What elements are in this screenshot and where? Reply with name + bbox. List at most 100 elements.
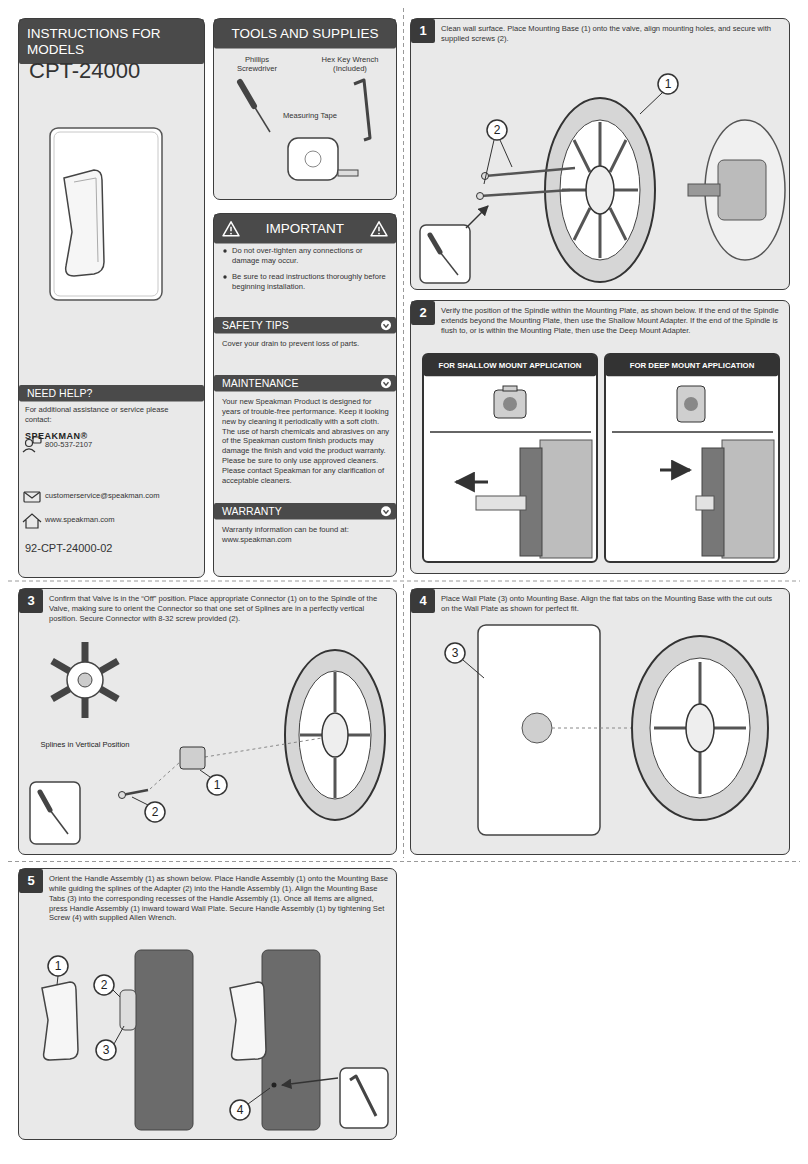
step3-illustration	[52, 661, 69, 671]
step1-illustration	[440, 252, 458, 275]
step3-illustration	[150, 762, 180, 789]
expand-icon	[381, 320, 391, 330]
step3-illustration	[132, 797, 148, 805]
step1-illustration	[640, 93, 662, 114]
expand-icon	[384, 324, 389, 327]
tool-name: Measuring Tape	[280, 111, 340, 120]
bullet-note: Be sure to read instructions thoroughly …	[232, 272, 390, 292]
step3-illustration	[30, 782, 80, 844]
callout-number: 2	[494, 124, 501, 136]
callout-number: 1	[55, 960, 62, 972]
web-address: www.speakman.com	[45, 515, 195, 525]
header-bar	[411, 589, 435, 613]
step3-illustration	[50, 810, 68, 834]
bullet-dot	[223, 275, 226, 278]
warning-triangle	[223, 222, 239, 236]
warning-triangle	[230, 227, 232, 232]
step4-illustration	[522, 713, 552, 743]
important-panel: SAFETY TIPSCover your drain to prevent l…	[213, 213, 397, 577]
header-bars	[19, 19, 778, 893]
step5-illustration	[94, 975, 114, 995]
step4-illustration	[463, 660, 484, 678]
step-text: Place Wall Plate (3) onto Mounting Base.…	[441, 594, 781, 614]
tool-drawings	[254, 106, 270, 132]
header-bar	[19, 589, 43, 613]
header-bar	[214, 214, 396, 244]
section-heading: NEED HELP?	[19, 385, 204, 402]
step2-illustration	[612, 431, 773, 433]
step-text: Orient the Handle Assembly (1) as shown …	[49, 874, 389, 923]
email-address: customerservice@speakman.com	[45, 491, 195, 501]
step3-illustration	[52, 689, 69, 699]
step3-illustration	[300, 734, 322, 737]
header-bar	[424, 355, 596, 376]
step4-illustration	[478, 625, 600, 835]
step2-illustration	[677, 386, 705, 422]
section-heading: SAFETY TIPS	[214, 317, 396, 334]
phone-number: 800-537-2107	[45, 440, 195, 450]
step3-illustration	[200, 770, 210, 777]
contact-icons	[24, 492, 40, 498]
contact-icons	[23, 449, 35, 452]
step5-illustration	[48, 956, 68, 976]
step5-illustration	[340, 1068, 388, 1128]
step2-illustration	[503, 386, 517, 391]
step2-illustration	[476, 496, 526, 510]
mount-option-box: FOR SHALLOW MOUNT APPLICATION	[422, 353, 598, 563]
tool-drawings	[305, 151, 321, 167]
section-heading: MAINTENANCE	[214, 375, 396, 392]
step1-illustration	[574, 140, 590, 172]
step4-illustration	[632, 636, 768, 820]
bullet-dot	[223, 249, 226, 252]
step5-illustration	[135, 950, 193, 1130]
product-illustration	[50, 128, 162, 300]
header-bar	[214, 19, 396, 49]
step-panel: 1Clean wall surface. Place Mounting Base…	[410, 18, 790, 290]
step3-illustration	[119, 792, 126, 799]
step-panel: 5Orient the Handle Assembly (1) as shown…	[18, 868, 397, 1140]
warning-triangle	[230, 233, 232, 235]
step3-illustration	[285, 650, 385, 820]
product-illustration	[74, 178, 98, 262]
callout-number: 1	[214, 779, 221, 791]
safety-section: SAFETY TIPSCover your drain to prevent l…	[214, 317, 396, 369]
step4-illustration	[445, 643, 465, 663]
callout-number: 3	[103, 1044, 110, 1056]
tool-drawings	[354, 80, 370, 140]
step2-illustration	[430, 386, 774, 558]
step1-illustration	[466, 206, 488, 228]
tool-name: Phillips Screwdriver	[224, 55, 290, 74]
header-bar	[214, 317, 396, 334]
step5-illustration	[114, 1026, 124, 1044]
panel-fill	[410, 300, 790, 574]
dashed-separators	[8, 581, 800, 582]
tool-drawings	[338, 170, 358, 176]
step1-illustration	[485, 168, 575, 176]
step5-illustration	[57, 976, 58, 985]
step-number: 5	[19, 869, 43, 893]
step5-illustration	[282, 1078, 338, 1085]
step-panel: 4Place Wall Plate (3) onto Mounting Base…	[410, 588, 790, 855]
contact-icons	[23, 437, 41, 528]
step-text: Confirm that Valve is in the “Off” posit…	[49, 594, 389, 624]
panel-heading: INSTRUCTIONS FOR MODELS	[19, 19, 204, 64]
product-illustration	[54, 132, 158, 296]
step1-illustration	[562, 122, 638, 258]
expand-icon	[381, 320, 391, 330]
step-panel: 3Confirm that Valve is in the “Off” posi…	[18, 588, 397, 855]
expand-icon	[381, 506, 391, 516]
help-text: For additional assistance or service ple…	[25, 405, 197, 425]
step3-illustration	[207, 775, 227, 795]
expand-icon	[381, 506, 391, 516]
tool-name: Hex Key Wrench (Included)	[310, 55, 390, 74]
step3-illustration	[348, 734, 370, 737]
panel-fill	[604, 353, 780, 563]
callout-number: 4	[237, 1104, 244, 1116]
panel-heading: IMPORTANT	[214, 214, 396, 244]
step3-illustration	[82, 642, 89, 662]
dashed-separators	[8, 8, 800, 862]
callout-number: 2	[101, 979, 108, 991]
step1-illustration	[487, 120, 507, 140]
